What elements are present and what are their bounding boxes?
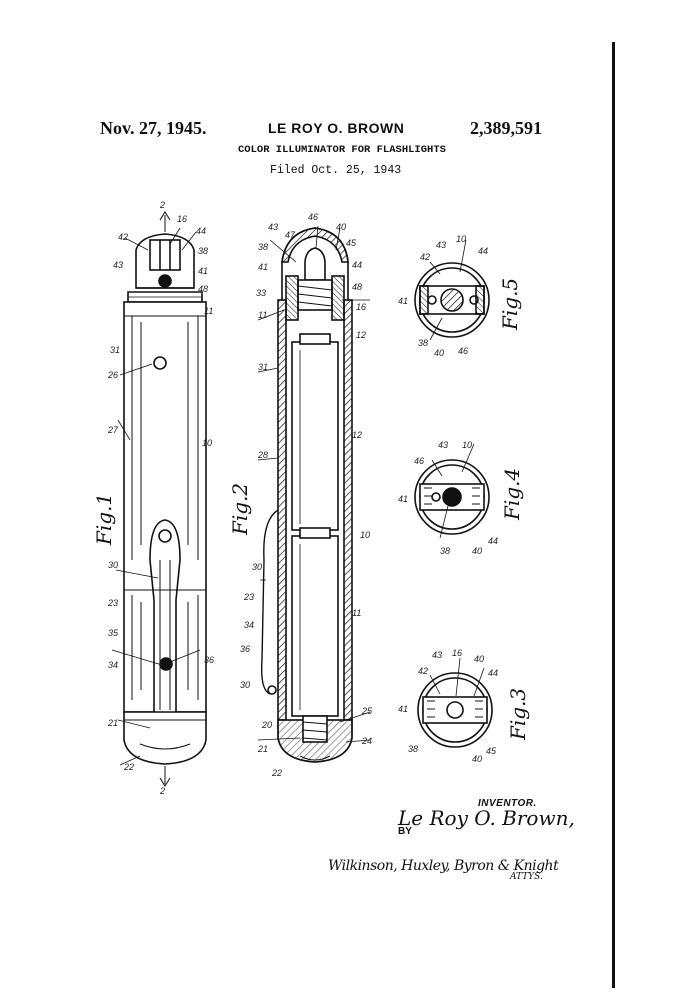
inventor-caption: INVENTOR.: [478, 798, 537, 809]
ref-36: 36: [204, 655, 215, 665]
filing-date: Filed Oct. 25, 1943: [270, 164, 402, 177]
ref-31-fig2: 31: [258, 362, 269, 372]
ref-40-fig5: 40: [434, 348, 445, 358]
ref-43: 43: [113, 260, 124, 270]
ref-36-fig2: 36: [240, 644, 251, 654]
ref-47: 47: [285, 230, 296, 240]
ref-23: 23: [108, 598, 119, 608]
page-border-line: [612, 42, 615, 988]
ref-44: 44: [196, 226, 207, 236]
ref-41-fig4: 41: [398, 494, 409, 504]
ref-38-fig3: 38: [408, 744, 419, 754]
fig4-label: Fig.4: [500, 467, 524, 520]
ref-38-fig4: 38: [440, 546, 451, 556]
ref-22: 22: [124, 762, 135, 772]
ref-41-fig3: 41: [398, 704, 409, 714]
ref-45: 45: [346, 238, 357, 248]
ref-10-fig5: 10: [456, 234, 467, 244]
ref-41-fig2: 41: [258, 262, 269, 272]
ref-11-lower: 11: [352, 608, 362, 618]
ref-16: 16: [177, 214, 188, 224]
ref-11-fig2: 11: [258, 310, 268, 320]
ref-16-fig3: 16: [452, 648, 463, 658]
ref-31: 31: [110, 345, 121, 355]
ref-44-fig3: 44: [488, 668, 499, 678]
ref-21: 21: [108, 718, 119, 728]
ref-20: 20: [262, 720, 273, 730]
ref-45-fig3: 45: [486, 746, 497, 756]
ref-28: 28: [258, 450, 269, 460]
ref-34: 34: [108, 660, 119, 670]
ref-35: 35: [108, 628, 119, 638]
ref-30: 30: [108, 560, 119, 570]
ref-44-fig2: 44: [352, 260, 363, 270]
ref-33: 33: [256, 288, 267, 298]
ref-40-fig4: 40: [472, 546, 483, 556]
ref-40: 40: [336, 222, 347, 232]
ref-48-fig2: 48: [352, 282, 363, 292]
ref-30-lower: 30: [240, 680, 251, 690]
ref-42-fig3: 42: [418, 666, 429, 676]
inventor-name: LE ROY O. BROWN: [268, 120, 405, 136]
ref-41: 41: [198, 266, 209, 276]
ref-10-fig4: 10: [462, 440, 473, 450]
fig4-drawing: [414, 459, 490, 535]
ref-26: 26: [108, 370, 119, 380]
ref-12: 12: [352, 430, 363, 440]
ref-46-fig5: 46: [458, 346, 469, 356]
ref-38: 38: [198, 246, 209, 256]
patent-number: 2,389,591: [470, 118, 542, 138]
ref-43-fig5: 43: [436, 240, 447, 250]
ref-41-fig5: 41: [398, 296, 409, 306]
ref-42: 42: [118, 232, 129, 242]
ref-21-fig2: 21: [258, 744, 269, 754]
ref-43-fig4: 43: [438, 440, 449, 450]
ref-22-fig2: 22: [272, 768, 283, 778]
attorney-tag: ATTYS.: [510, 872, 543, 882]
fig2-label: Fig.2: [228, 482, 252, 535]
ref-30-fig2: 30: [252, 562, 263, 572]
ref-10: 10: [202, 438, 213, 448]
fig5-label: Fig.5: [498, 277, 522, 330]
fig1-drawing: [123, 211, 207, 787]
inventor-signature: Le Roy O. Brown,: [398, 806, 575, 830]
ref-16-fig2: 16: [356, 302, 367, 312]
ref-23-fig2: 23: [244, 592, 255, 602]
fig1-label: Fig.1: [92, 492, 116, 545]
ref-12-top: 12: [356, 330, 367, 340]
by-label: BY: [398, 826, 412, 837]
ref-34-fig2: 34: [244, 620, 255, 630]
ref-44-fig4: 44: [488, 536, 499, 546]
fig3-label: Fig.3: [506, 687, 530, 740]
ref-24: 24: [362, 736, 373, 746]
ref-11: 11: [204, 306, 214, 316]
ref-46-fig4: 46: [414, 456, 425, 466]
ref-38-fig5: 38: [418, 338, 429, 348]
ref-40-fig3-lower: 40: [472, 754, 483, 764]
patent-date: Nov. 27, 1945.: [100, 118, 207, 138]
ref-40-fig3: 40: [474, 654, 485, 664]
ref-2-bottom: 2: [160, 786, 166, 796]
fig2-drawing: [260, 227, 353, 763]
leader-lines: [111, 225, 485, 766]
ref-42-fig5: 42: [420, 252, 431, 262]
patent-title: COLOR ILLUMINATOR FOR FLASHLIGHTS: [238, 144, 446, 156]
ref-27: 27: [108, 425, 119, 435]
fig3-drawing: [417, 672, 493, 748]
ref-43-fig3: 43: [432, 650, 443, 660]
ref-25: 25: [362, 706, 373, 716]
ref-43-fig2: 43: [268, 222, 279, 232]
ref-10-fig2: 10: [360, 530, 371, 540]
ref-38-fig2: 38: [258, 242, 269, 252]
ref-44-fig5: 44: [478, 246, 489, 256]
ref-48: 48: [198, 284, 209, 294]
ref-46: 46: [308, 212, 319, 222]
fig5-drawing: [414, 262, 490, 338]
attorney-signature: Wilkinson, Huxley, Byron & Knight: [328, 858, 559, 874]
ref-2-top: 2: [160, 200, 166, 210]
